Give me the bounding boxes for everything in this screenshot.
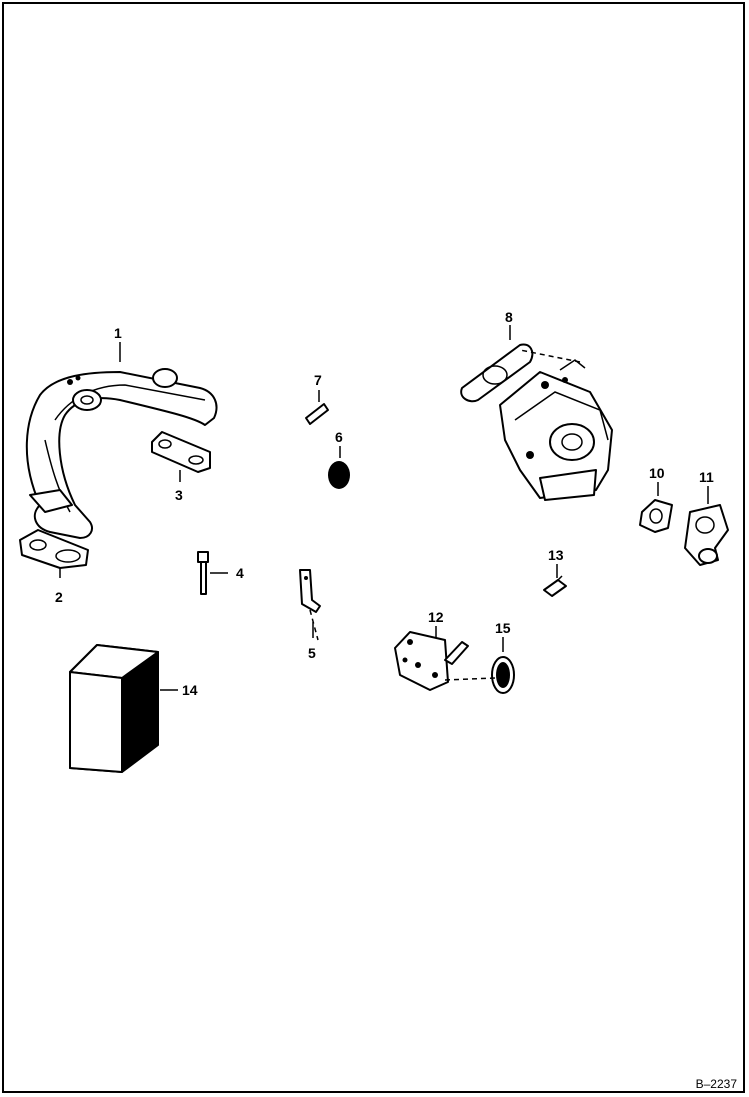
callout-11: 11 — [699, 469, 714, 485]
callouts: 1 2 3 4 5 6 7 8 10 11 12 13 14 15 — [55, 309, 714, 698]
part-11-elbow — [684, 504, 729, 566]
callout-4: 4 — [236, 565, 244, 581]
callout-14: 14 — [182, 682, 198, 698]
assembly-line — [444, 677, 496, 681]
part-13-fitting — [543, 575, 567, 597]
part-2-manifold-gasket — [19, 529, 89, 569]
callout-6: 6 — [335, 429, 343, 445]
part-10-gasket — [639, 499, 673, 533]
callout-8: 8 — [505, 309, 513, 325]
part-3-gasket — [151, 431, 211, 473]
part-8-carburetor — [460, 343, 613, 501]
part-4-bolt — [197, 551, 209, 595]
part-6-screen — [328, 461, 350, 489]
assembly-line — [309, 609, 319, 641]
callout-10: 10 — [649, 465, 665, 481]
callout-1: 1 — [114, 325, 122, 341]
part-15-filter — [491, 656, 515, 694]
callout-12: 12 — [428, 609, 444, 625]
leader-lines — [59, 325, 709, 691]
callout-2: 2 — [55, 589, 63, 605]
part-1-intake-manifold — [25, 368, 218, 539]
callout-13: 13 — [548, 547, 564, 563]
callout-3: 3 — [175, 487, 183, 503]
assembly-line — [519, 349, 581, 363]
part-14-air-filter — [69, 644, 159, 773]
figure-id: B–2237 — [695, 1077, 737, 1091]
callout-5: 5 — [308, 645, 316, 661]
part-5-bracket — [299, 569, 321, 613]
part-7-stud — [305, 403, 329, 425]
callout-15: 15 — [495, 620, 511, 636]
part-12-fuel-pump — [394, 631, 469, 691]
callout-7: 7 — [314, 372, 322, 388]
